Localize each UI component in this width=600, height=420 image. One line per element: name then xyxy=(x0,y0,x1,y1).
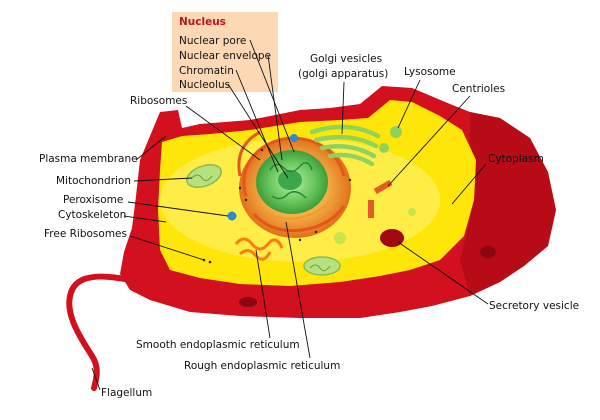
nuclear-pore-label: Nuclear pore xyxy=(179,35,246,47)
lysosome-3-shape xyxy=(408,208,416,216)
chromatin-label: Chromatin xyxy=(179,65,234,77)
flagellum-label: Flagellum xyxy=(101,387,152,399)
rough-er-inner-shape xyxy=(257,197,333,220)
mitochondrion-cristae xyxy=(191,174,213,182)
lysosome-shape xyxy=(390,126,402,138)
secretory-vesicle-2-shape xyxy=(480,246,496,258)
cytoskeleton-label: Cytoskeleton xyxy=(58,209,126,221)
nucleolus-label: Nucleolus xyxy=(179,79,230,91)
cytoplasm-label: Cytoplasm xyxy=(488,153,544,165)
secretory-vesicle-shape xyxy=(380,229,404,247)
secretory-vesicle-3-shape xyxy=(239,297,257,307)
mitochondrion-label: Mitochondrion xyxy=(56,175,131,187)
golgi-vesicles-label: Golgi vesicles xyxy=(310,53,382,65)
golgi-apparatus-label: (golgi apparatus) xyxy=(298,68,388,80)
centriole-shape xyxy=(373,179,393,195)
mitochondrion-2-cristae xyxy=(309,264,331,272)
nucleus-label-box xyxy=(172,12,278,92)
plasma-membrane-dark-shape xyxy=(460,112,556,296)
centrioles-label: Centrioles xyxy=(452,83,505,95)
free-ribosomes-shape xyxy=(202,148,352,264)
secretory-vesicle-label: Secretory vesicle xyxy=(489,300,579,312)
lysosome-2-shape xyxy=(334,232,346,244)
nucleolus-shape xyxy=(278,170,302,190)
mitochondrion-2-shape xyxy=(303,256,341,276)
peroxisome-shape xyxy=(227,211,237,221)
chromatin-shape xyxy=(269,162,313,200)
free-ribosomes-label: Free Ribosomes xyxy=(44,228,127,240)
centriole-2-shape xyxy=(368,200,374,218)
smooth-er-label: Smooth endoplasmic reticulum xyxy=(136,339,300,351)
nucleus-title: Nucleus xyxy=(179,16,226,28)
peroxisome-label: Peroxisome xyxy=(63,194,123,206)
mitochondrion-shape xyxy=(185,164,223,188)
peroxisome-2-shape xyxy=(290,134,298,142)
flagellum-shape xyxy=(66,273,141,391)
plasma-membrane-label: Plasma membrane xyxy=(39,153,138,165)
nuclear-envelope-label: Nuclear envelope xyxy=(179,50,271,62)
pointer-lines xyxy=(91,39,489,391)
golgi-vesicle-shape xyxy=(379,143,389,153)
golgi-shape xyxy=(309,124,381,167)
lysosome-label: Lysosome xyxy=(404,66,456,78)
ribosomes-label: Ribosomes xyxy=(130,95,187,107)
smooth-er-shape xyxy=(234,237,284,261)
rough-er-label: Rough endoplasmic reticulum xyxy=(184,360,340,372)
